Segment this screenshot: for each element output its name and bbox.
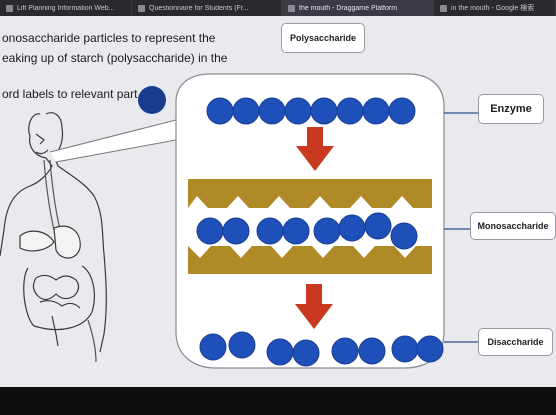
particle-circle bbox=[222, 217, 250, 245]
particle-circle bbox=[256, 217, 284, 245]
digestive-system-figure bbox=[0, 112, 177, 363]
favicon-icon bbox=[440, 4, 447, 12]
favicon-icon bbox=[288, 4, 295, 12]
enzyme-bottom-jaw bbox=[188, 246, 432, 274]
polysaccharide-chain bbox=[206, 97, 416, 125]
particle-circle bbox=[196, 217, 224, 245]
browser-tab-active[interactable]: the mouth - Draggame Platform bbox=[282, 0, 434, 16]
particle-circle bbox=[313, 217, 341, 245]
particle-circle bbox=[338, 214, 366, 242]
disaccharide-label[interactable]: Disaccharide bbox=[478, 328, 553, 356]
favicon-icon bbox=[6, 4, 13, 12]
arrow-down-icon bbox=[296, 127, 334, 171]
particle-circle bbox=[258, 97, 286, 125]
particle-circle bbox=[391, 335, 419, 363]
particle-circle bbox=[390, 222, 418, 250]
browser-tab[interactable]: Questionnaire for Students (Fr... bbox=[132, 0, 282, 16]
particle-circle bbox=[228, 331, 256, 359]
browser-tab-bar: Lift Planning Information Web... Questio… bbox=[0, 0, 556, 16]
particle-circle bbox=[362, 97, 390, 125]
polysaccharide-label[interactable]: Polysaccharide bbox=[281, 23, 365, 53]
particle-circle bbox=[331, 337, 359, 365]
browser-tab[interactable]: in the mouth - Google 検索 bbox=[434, 0, 556, 16]
particle-circle bbox=[232, 97, 260, 125]
disaccharide-group bbox=[199, 331, 444, 367]
instruction-text: onosaccharide particles to represent the… bbox=[2, 31, 228, 101]
enzyme-label[interactable]: Enzyme bbox=[478, 94, 544, 124]
draggable-particle-token[interactable] bbox=[138, 86, 166, 114]
particle-circle bbox=[388, 97, 416, 125]
monitor-bezel bbox=[0, 387, 556, 415]
particle-circle bbox=[292, 339, 320, 367]
enzyme-top-jaw bbox=[188, 179, 432, 208]
particle-circle bbox=[364, 212, 392, 240]
favicon-icon bbox=[138, 4, 145, 12]
particle-circle bbox=[282, 217, 310, 245]
particle-circle bbox=[416, 335, 444, 363]
particle-circle bbox=[358, 337, 386, 365]
particle-circle bbox=[199, 333, 227, 361]
starch-breakdown-diagram bbox=[175, 73, 478, 369]
browser-tab[interactable]: Lift Planning Information Web... bbox=[0, 0, 132, 16]
monosaccharide-group bbox=[196, 212, 418, 250]
monosaccharide-label[interactable]: Monosaccharide bbox=[470, 212, 556, 240]
activity-canvas: onosaccharide particles to represent the… bbox=[0, 16, 556, 387]
particle-circle bbox=[310, 97, 338, 125]
arrow-down-icon bbox=[295, 284, 333, 329]
diagram-panel bbox=[175, 73, 445, 369]
particle-circle bbox=[336, 97, 364, 125]
particle-circle bbox=[266, 338, 294, 366]
particle-circle bbox=[284, 97, 312, 125]
particle-circle bbox=[206, 97, 234, 125]
